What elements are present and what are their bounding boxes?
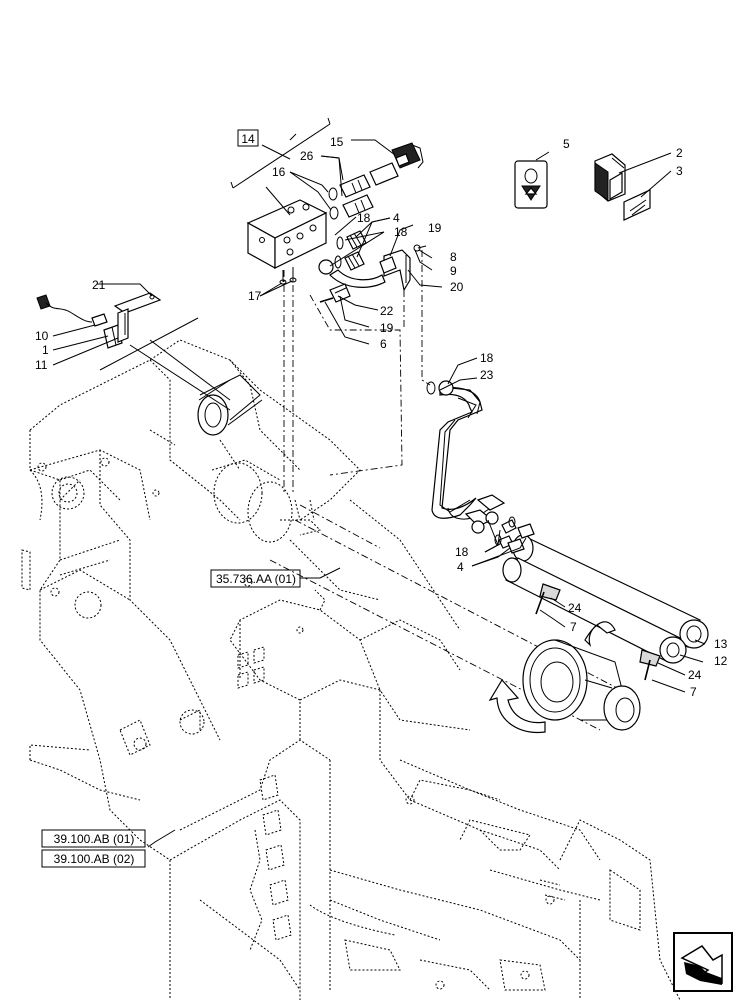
callout-12: 12 <box>714 654 728 668</box>
callout-19-a: 19 <box>428 221 442 235</box>
pivot-tube <box>197 374 263 436</box>
steering-cylinder <box>488 534 709 734</box>
callout-18-d: 18 <box>455 545 469 559</box>
callout-16: 16 <box>272 165 286 179</box>
callout-8: 8 <box>450 250 457 264</box>
callout-2: 2 <box>676 146 683 160</box>
callout-7-b: 7 <box>690 685 697 699</box>
ref-box-39-100-02[interactable] <box>41 849 146 868</box>
valve-block-group <box>230 117 431 495</box>
callout-23: 23 <box>480 368 494 382</box>
reference-labels: 35.736.AA (01) 39.100.AB (01) 39.100.AB … <box>54 572 296 866</box>
callout-17: 17 <box>248 289 262 303</box>
callout-11: 11 <box>35 358 48 372</box>
callout-21: 21 <box>92 278 106 292</box>
callout-20: 20 <box>450 280 464 294</box>
callout-7-a: 7 <box>570 620 577 634</box>
ref-label-39-100-02[interactable]: 39.100.AB (02) <box>54 852 135 866</box>
callout-6: 6 <box>380 337 387 351</box>
callout-5: 5 <box>563 137 570 151</box>
callout-4-b: 4 <box>457 560 464 574</box>
callout-18-c: 18 <box>480 351 494 365</box>
ref-label-39-100-01[interactable]: 39.100.AB (01) <box>54 832 135 846</box>
switch-assembly <box>36 292 231 411</box>
callout-14: 14 <box>241 132 255 146</box>
callout-22: 22 <box>380 304 394 318</box>
callout-labels: 14 15 26 16 18 4 19 18 8 9 20 17 22 19 6… <box>35 132 728 699</box>
callout-9: 9 <box>450 264 457 278</box>
callout-24-a: 24 <box>568 601 582 615</box>
hydraulic-pipe <box>431 386 506 527</box>
callout-1: 1 <box>42 343 49 357</box>
leader-lines <box>52 133 706 848</box>
switch-and-labels <box>514 153 651 221</box>
ref-box-39-100-01[interactable] <box>41 829 146 848</box>
callout-3: 3 <box>676 164 683 178</box>
callout-18-a: 18 <box>357 211 371 225</box>
ref-label-35-736[interactable]: 35.736.AA (01) <box>216 572 296 586</box>
ref-box-14 <box>237 129 259 147</box>
callout-24-b: 24 <box>688 668 702 682</box>
cylinder-fittings <box>426 380 535 554</box>
reference-boxes <box>41 129 301 868</box>
callout-15: 15 <box>330 135 344 149</box>
callout-18-b: 18 <box>394 225 408 239</box>
ref-box-35-736[interactable] <box>210 569 301 588</box>
callout-13: 13 <box>714 637 728 651</box>
next-page-arrow-icon[interactable] <box>673 932 733 992</box>
callout-10: 10 <box>35 329 49 343</box>
callout-19-b: 19 <box>380 321 394 335</box>
axle-beam <box>211 459 641 731</box>
callout-4-a: 4 <box>393 211 400 225</box>
machine-frame <box>21 339 681 1001</box>
callout-25: 26 <box>300 149 314 163</box>
